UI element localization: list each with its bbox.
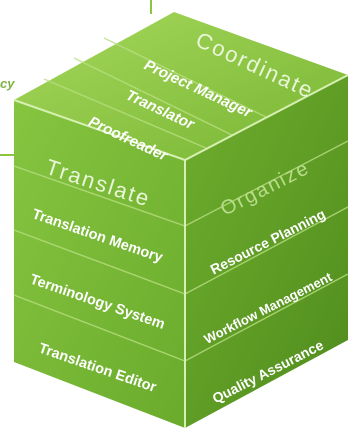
divider-left-3 xyxy=(13,294,186,362)
connector-lines xyxy=(0,0,152,156)
top-face xyxy=(14,12,348,160)
divider-top-3 xyxy=(43,78,207,149)
side-label-fragment: cy xyxy=(0,76,15,91)
divider-top-1 xyxy=(103,37,267,118)
row-dividers xyxy=(13,37,348,362)
divider-left-1 xyxy=(13,165,186,227)
divider-top-2 xyxy=(73,57,233,136)
edge-highlights xyxy=(13,74,348,428)
divider-left-2 xyxy=(13,229,186,295)
divider-right-2 xyxy=(184,206,348,295)
left-face xyxy=(14,100,185,428)
divider-right-3 xyxy=(184,273,348,362)
divider-right-1 xyxy=(184,140,348,227)
